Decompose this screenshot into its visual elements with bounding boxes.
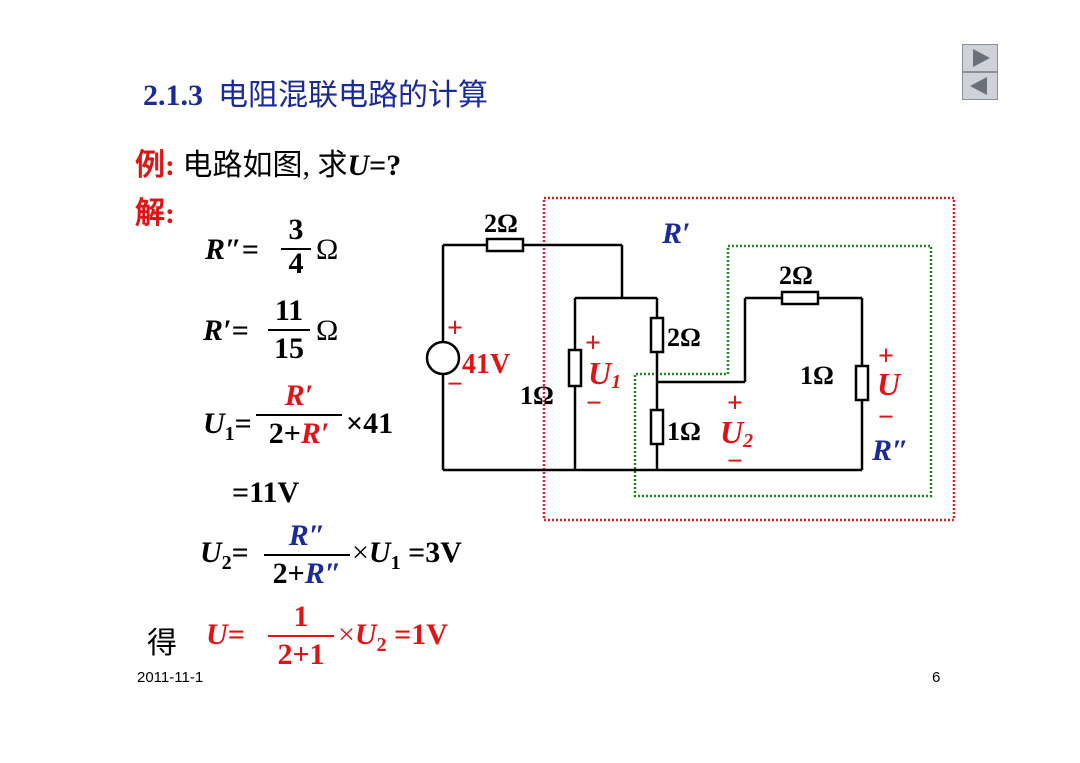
- u1-lhs: U1=: [203, 407, 252, 445]
- u2-num: R″: [288, 519, 326, 552]
- u2-lhs: U2=: [200, 536, 249, 574]
- u2-den: 2+R″: [272, 557, 342, 590]
- u1-num: R′: [284, 379, 314, 412]
- label-r-right-top: 2Ω: [779, 261, 813, 290]
- source-minus: −: [447, 369, 463, 400]
- u2-tail: ×U1 =3V: [352, 536, 462, 574]
- next-slide-button[interactable]: [962, 44, 998, 72]
- u1-result: =11V: [232, 476, 300, 509]
- final-fraction: 1 2+1: [268, 601, 334, 671]
- u-minus: −: [878, 402, 894, 433]
- prev-slide-button[interactable]: [962, 72, 998, 100]
- u1-times: ×41: [346, 407, 394, 440]
- label-u1: U1: [588, 355, 621, 393]
- page-number: 6: [932, 669, 941, 686]
- u2-plus: +: [727, 388, 743, 419]
- example-label: 例:: [135, 149, 175, 182]
- u1-den: 2+R′: [268, 417, 330, 450]
- play-left-icon: [970, 77, 987, 95]
- r1-num: 11: [274, 294, 304, 327]
- label-r-dprime: R″: [871, 434, 909, 467]
- r2-fraction: 3 4: [281, 214, 311, 280]
- label-r-top: 2Ω: [484, 209, 518, 238]
- final-lhs: U=: [206, 618, 245, 651]
- example-text: 电路如图,: [182, 149, 311, 182]
- section-title: 电阻混联电路的计算: [218, 79, 488, 112]
- resistor-mid-2ohm: [649, 316, 665, 354]
- resistor-top-2ohm: [485, 237, 525, 253]
- r1-unit: Ω: [316, 314, 339, 347]
- r2-unit: Ω: [316, 233, 339, 266]
- r-dprime-box: [633, 244, 933, 498]
- example-eq: =?: [369, 149, 402, 182]
- r1-lhs: R′=: [203, 314, 249, 347]
- label-r-right: 1Ω: [800, 361, 834, 390]
- example-var: U: [347, 149, 370, 182]
- example-ask: 求: [317, 149, 348, 182]
- voltage-source-icon: [425, 340, 461, 376]
- page-title: 2.1.3 电阻混联电路的计算: [143, 70, 488, 114]
- final-den: 2+1: [277, 638, 325, 671]
- u2-minus: −: [727, 446, 743, 477]
- final-label: 得: [147, 627, 177, 660]
- resistor-mid-1ohm: [649, 408, 665, 446]
- u2-fraction: R″ 2+R″: [264, 520, 350, 590]
- u1-plus: +: [585, 328, 601, 359]
- label-source: 41V: [462, 349, 510, 380]
- resistor-right-top-2ohm: [780, 290, 820, 306]
- u-plus: +: [878, 341, 894, 372]
- footer-date: 2011-11-1: [137, 669, 204, 686]
- resistor-left-1ohm: [567, 348, 583, 388]
- play-right-icon: [973, 49, 990, 67]
- label-u: U: [877, 366, 902, 402]
- label-u2: U2: [720, 414, 753, 452]
- r2-den: 4: [288, 247, 304, 280]
- final-num: 1: [293, 600, 309, 633]
- label-r-left: 1Ω: [520, 381, 554, 410]
- example-line: 例: 电路如图, 求U=?: [135, 140, 401, 184]
- solution-label: 解:: [135, 197, 175, 230]
- r2-num: 3: [288, 213, 304, 246]
- label-r-prime: R′: [661, 217, 690, 250]
- r2-lhs: R″=: [205, 233, 259, 266]
- final-tail: ×U2 =1V: [338, 618, 448, 656]
- resistor-right-1ohm: [854, 364, 870, 402]
- u1-minus: −: [586, 388, 602, 419]
- r1-fraction: 11 15: [268, 295, 310, 365]
- u1-fraction: R′ 2+R′: [256, 380, 342, 450]
- r1-den: 15: [274, 332, 304, 365]
- source-plus: +: [447, 313, 463, 344]
- section-number: 2.1.3: [143, 79, 203, 112]
- label-r-mid-bottom: 1Ω: [667, 417, 701, 446]
- r-prime-box: [542, 196, 956, 522]
- label-r-mid-top: 2Ω: [667, 323, 701, 352]
